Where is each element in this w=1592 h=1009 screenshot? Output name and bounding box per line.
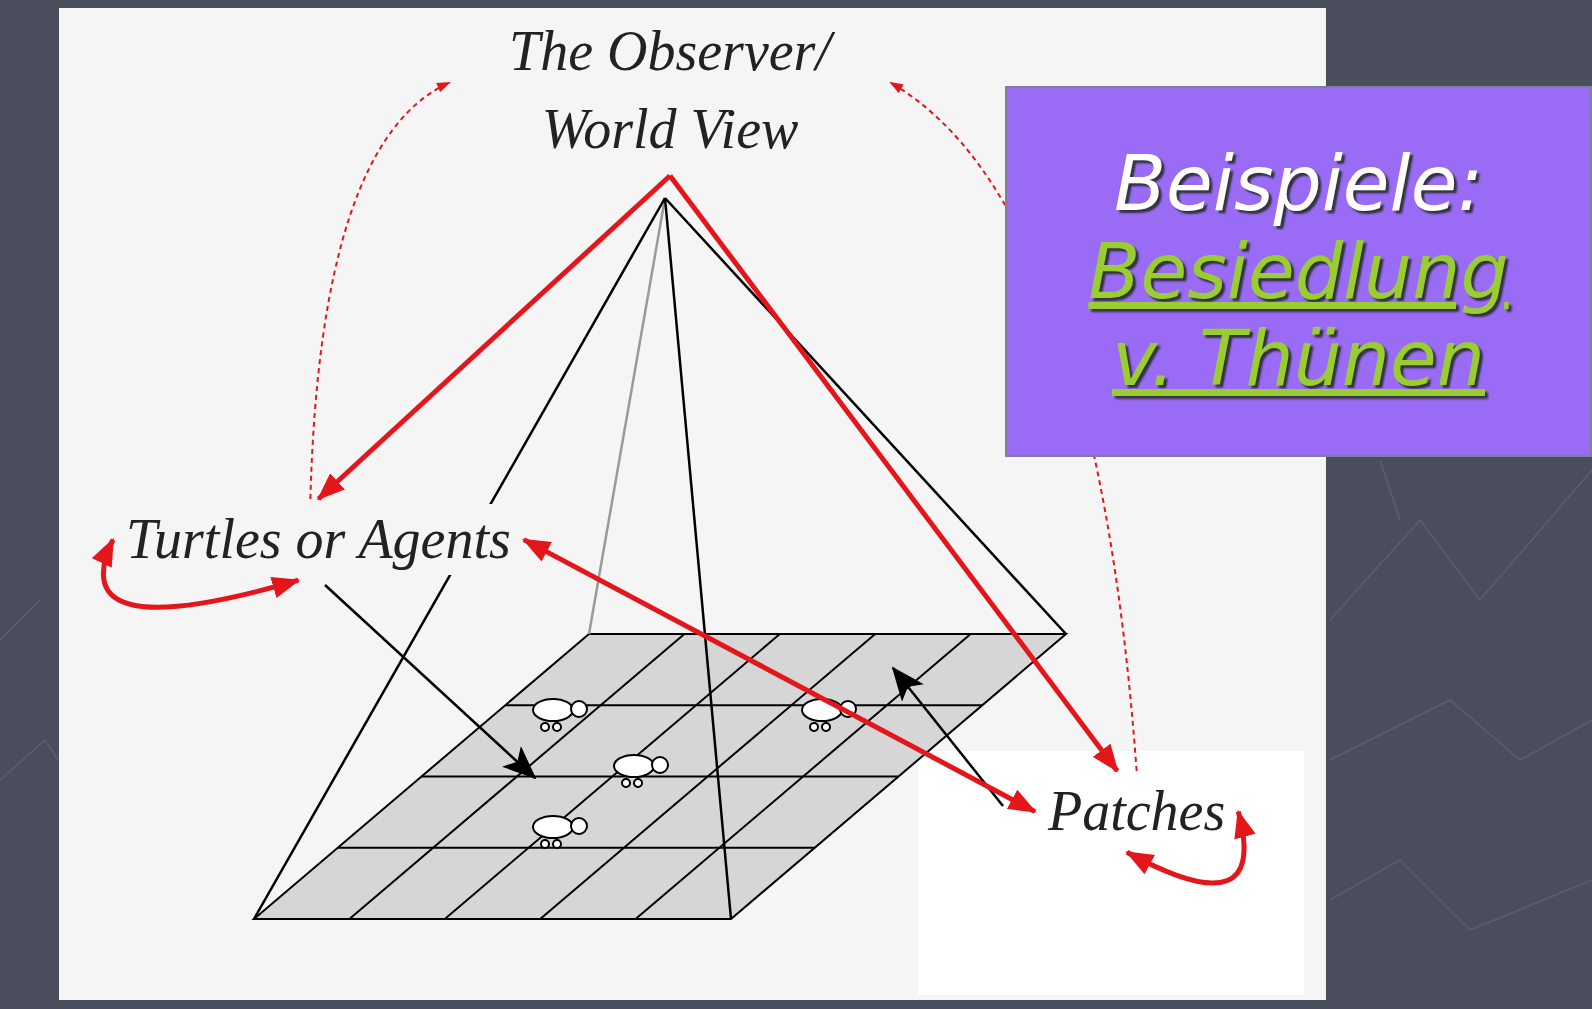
turtle-icons <box>533 699 856 848</box>
example-heading: Beispiele: <box>1114 140 1483 227</box>
white-patch <box>918 751 1304 995</box>
observer-label: The Observer/ World View <box>455 10 885 171</box>
pointer-arrows <box>325 585 1003 806</box>
grid-lines <box>338 634 983 919</box>
agent-text: Turtles or Agents <box>126 506 511 573</box>
example-link: v. Thünen <box>1112 315 1485 402</box>
relation-arrow <box>318 176 670 499</box>
agent-label: Turtles or Agents <box>118 504 519 575</box>
example-link: Besiedlung <box>1088 228 1508 315</box>
observer-text: The Observer/ World View <box>463 12 877 169</box>
patch-label: Patches <box>1040 776 1233 847</box>
example-box: Beispiele:Besiedlungv. Thünen <box>1005 86 1592 457</box>
dashed-relation-arrow <box>310 82 450 499</box>
patch-grid <box>254 634 1066 919</box>
patch-text: Patches <box>1048 778 1225 845</box>
relation-arrow <box>524 540 1035 812</box>
